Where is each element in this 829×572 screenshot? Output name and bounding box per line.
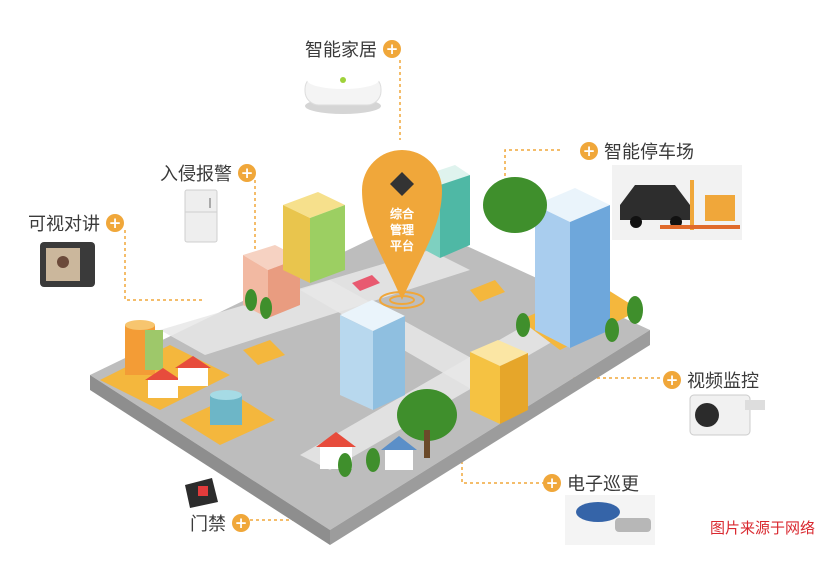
label-video-intercom[interactable]: 可视对讲 + [28,210,124,236]
fridge-alarm-icon [184,189,218,243]
plus-icon[interactable]: + [663,371,681,389]
label-intrusion-alarm[interactable]: 入侵报警 + [160,160,256,186]
label-electronic-patrol-text: 电子巡更 [567,474,639,495]
label-video-surveillance[interactable]: + 视频监控 [663,367,759,393]
plus-icon[interactable]: + [383,40,401,58]
plus-icon[interactable]: + [232,514,250,532]
pin-line-3: 平台 [390,238,414,253]
plus-icon[interactable]: + [543,474,561,492]
label-smart-home[interactable]: 智能家居 + [305,36,401,62]
plus-icon[interactable]: + [580,142,598,160]
blue-tower-right [535,188,610,348]
houses-left [145,356,211,398]
blue-building-center [340,300,405,410]
security-camera-icon [689,394,765,436]
cylinder-buildings [125,320,242,425]
image-credit: 图片来源于网络 [709,519,815,537]
yellow-building-top [283,192,345,283]
pin-line-2: 管理 [390,222,414,237]
parking-barrier-icon [612,165,742,240]
smart-home-device-icon [304,71,382,114]
houses-bottom [316,432,417,470]
trees [245,177,643,477]
intercom-panel-icon [40,242,95,287]
label-smart-parking-text: 智能停车场 [604,142,694,163]
label-intrusion-alarm-text: 入侵报警 [160,164,232,185]
access-control-terminal-icon [185,478,218,508]
label-access-control[interactable]: 门禁 + [190,510,250,536]
plus-icon[interactable]: + [238,164,256,182]
map-pin: 综合 管理 平台 [362,150,442,309]
pin-line-1: 综合 [390,206,415,221]
label-smart-home-text: 智能家居 [305,40,377,61]
label-electronic-patrol[interactable]: + 电子巡更 [543,470,639,496]
label-access-control-text: 门禁 [190,514,226,535]
label-video-surveillance-text: 视频监控 [687,371,759,392]
vehicles [243,275,505,365]
label-smart-parking[interactable]: + 智能停车场 [580,138,694,164]
patrol-device-icon [565,495,655,545]
yellow-building-right [470,340,528,424]
plus-icon[interactable]: + [106,214,124,232]
label-video-intercom-text: 可视对讲 [28,214,100,235]
